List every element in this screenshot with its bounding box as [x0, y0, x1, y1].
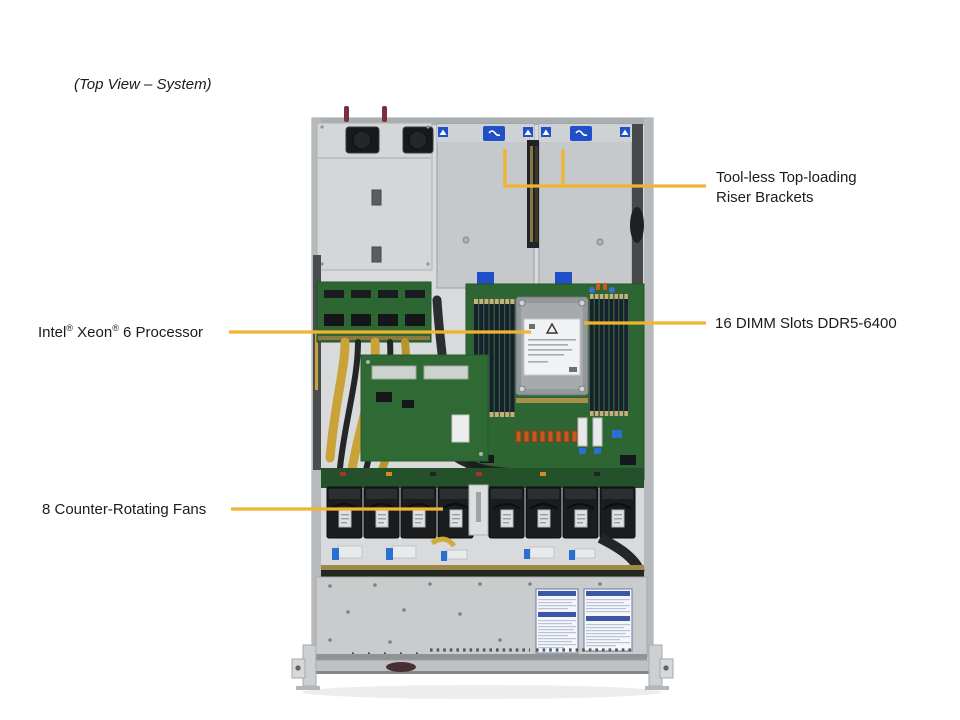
rack-ear-left	[291, 644, 320, 690]
m2-connectors	[577, 417, 603, 454]
cpu-family: Xeon	[73, 324, 113, 341]
screw-hole	[663, 665, 669, 671]
hand-caution-sticker-icon	[483, 126, 505, 141]
motherboard	[465, 283, 645, 481]
cpu-model: 6 Processor	[118, 324, 204, 341]
sticker	[477, 272, 494, 284]
info-label-2	[583, 588, 633, 652]
power-supply-module	[316, 106, 434, 271]
warning-triangle-icon	[545, 322, 559, 334]
front-cover	[315, 576, 648, 657]
chassis-shadow	[302, 685, 662, 699]
callout-label-dimm: 16 DIMM Slots DDR5-6400	[715, 315, 897, 332]
fan-row	[326, 484, 636, 539]
sticker	[555, 272, 572, 284]
m2-slot	[423, 365, 469, 380]
info-label-1	[535, 588, 579, 654]
page-title: (Top View – System)	[74, 76, 212, 93]
fan-board	[321, 468, 644, 488]
m2-slot	[371, 365, 417, 380]
callout-label-riser-line1: Tool-less Top-loading	[716, 169, 857, 186]
callout-label-riser: Tool-less Top-loading Riser Brackets	[716, 168, 857, 208]
registered-mark: ®	[66, 323, 73, 333]
callout-label-fans: 8 Counter-Rotating Fans	[42, 501, 207, 518]
hand-caution-sticker-icon	[570, 126, 592, 141]
screw-hole	[295, 665, 301, 671]
riser-bracket-left	[436, 123, 535, 289]
riser-card-slot	[527, 140, 539, 248]
psu-handle	[382, 106, 387, 122]
callout-label-cpu: Intel® Xeon® 6 Processor	[38, 323, 203, 343]
backplane	[321, 533, 645, 577]
socket-gold-edge	[516, 398, 588, 403]
left-rail-cables	[313, 255, 321, 470]
psu-handle	[344, 106, 349, 122]
rack-ear-right	[645, 644, 674, 690]
right-rail-cables	[630, 124, 644, 284]
daughter-board	[360, 354, 489, 462]
cpu-brand: Intel	[38, 324, 67, 341]
riser-bracket-right	[538, 123, 633, 289]
registered-mark: ®	[112, 323, 119, 333]
callout-label-riser-line2: Riser Brackets	[716, 189, 814, 206]
cpu-socket	[515, 296, 589, 396]
front-bezel	[311, 654, 654, 674]
callout-line-riser	[503, 149, 706, 188]
front-latch	[386, 662, 416, 672]
power-connector-row	[515, 430, 578, 443]
